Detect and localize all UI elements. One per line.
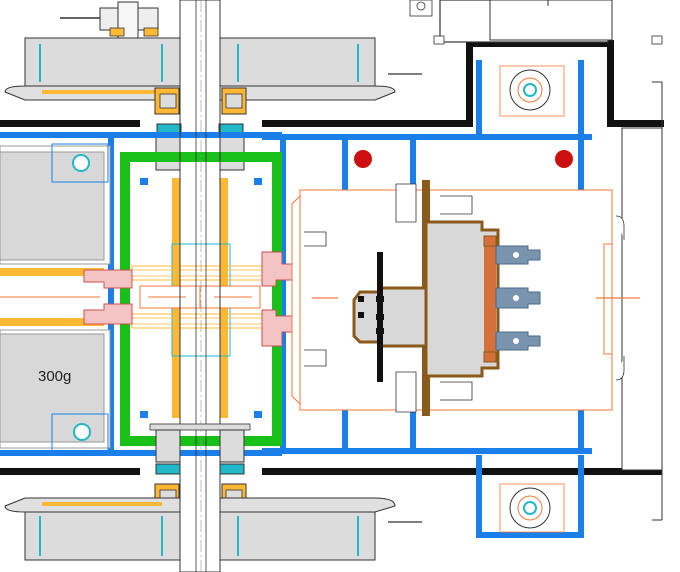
left-weight-block-top: [0, 143, 111, 265]
terminal-tab-icon: [495, 287, 541, 309]
right-end-bracket: [621, 81, 663, 521]
bottom-right-wheel-housing: [219, 497, 422, 561]
bolt-icon: [354, 150, 372, 168]
vertical-axle: [179, 0, 221, 572]
pulley-hole-icon: [523, 501, 537, 515]
top-left-wheel-housing: [4, 17, 181, 101]
pulley-hole-icon: [523, 83, 537, 97]
weight-label: 300g: [38, 368, 71, 385]
top-right-motor-block: [409, 0, 663, 45]
terminal-tab-icon: [495, 331, 541, 351]
pulley-hole-icon: [73, 423, 91, 441]
central-gear-train: [131, 265, 273, 329]
top-right-wheel-housing: [219, 37, 422, 101]
left-clips: [83, 269, 133, 325]
left-axle-bands: [0, 268, 104, 326]
bolt-icon: [555, 150, 573, 168]
motor-shaft-housing: [352, 252, 428, 382]
black-frame-rails: [0, 40, 664, 475]
mount-clips: [304, 183, 625, 413]
bottom-pulley: [499, 483, 565, 533]
terminal-tab-icon: [495, 245, 541, 265]
top-axle-collar: [99, 1, 159, 39]
pulley-hole-icon: [72, 154, 90, 172]
left-weight-block-bottom: [0, 329, 111, 453]
bottom-left-wheel-housing: [4, 497, 181, 561]
top-pulley: [499, 65, 565, 117]
